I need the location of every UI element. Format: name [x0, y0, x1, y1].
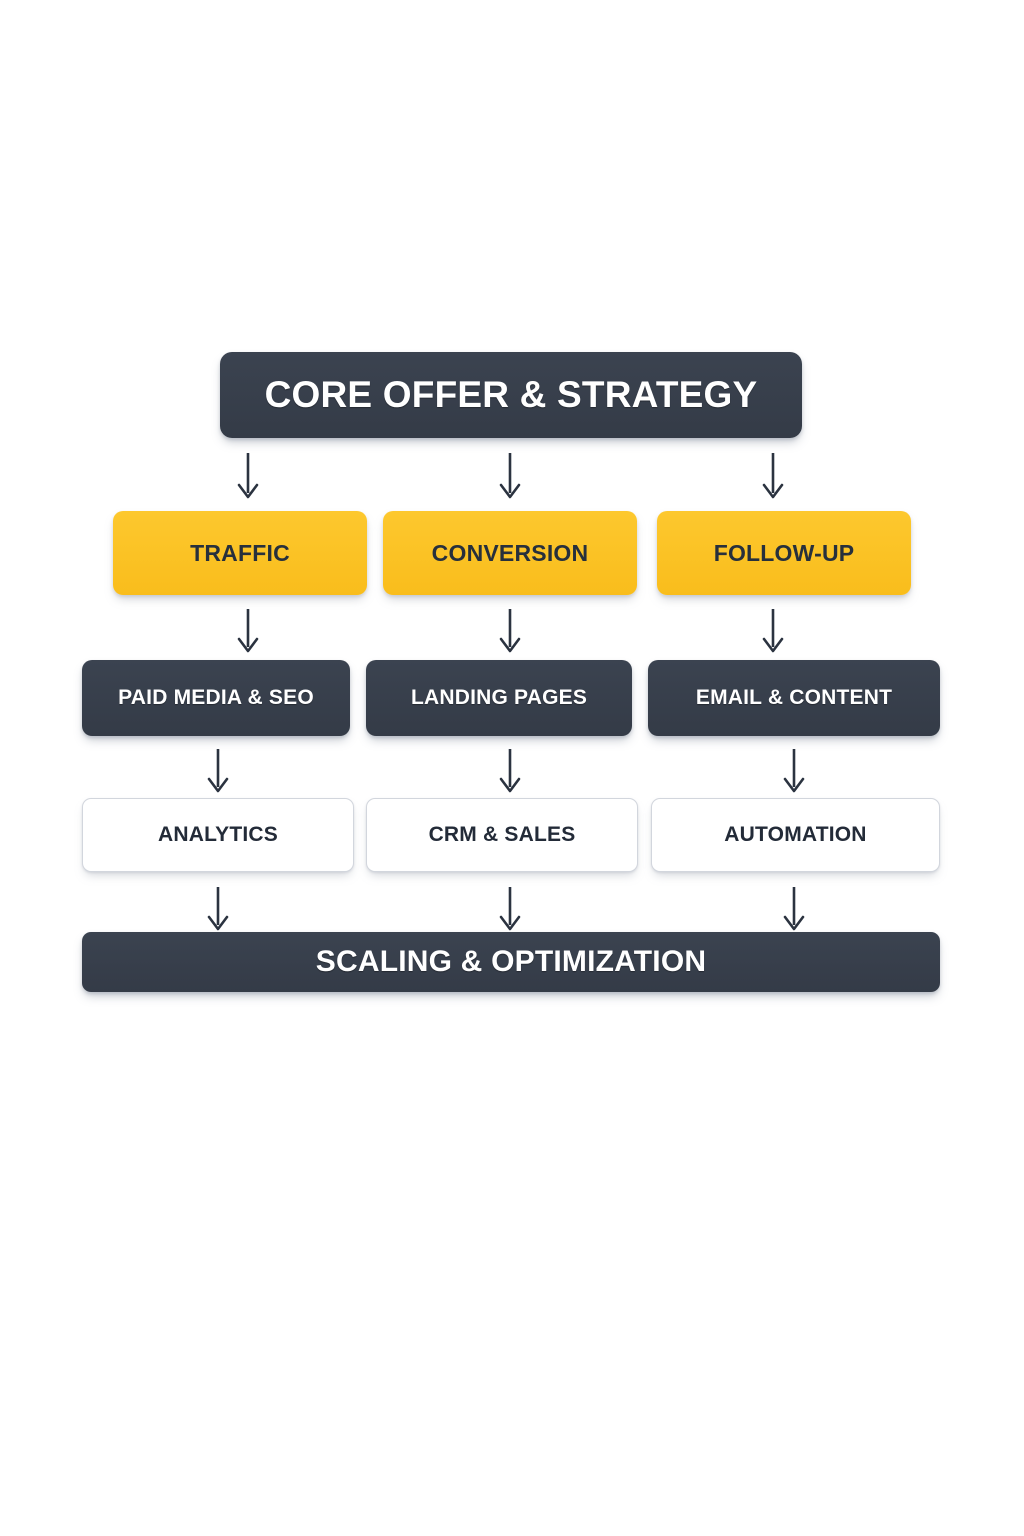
node-label: SCALING & OPTIMIZATION: [315, 945, 707, 979]
node-conversion[interactable]: CONVERSION: [383, 511, 637, 595]
node-traffic[interactable]: TRAFFIC: [113, 511, 367, 595]
node-label: CONVERSION: [431, 539, 589, 566]
arrow-paid-media-to-analytics: [205, 748, 231, 794]
node-label: TRAFFIC: [190, 539, 290, 566]
arrow-landing-pages-to-crm: [497, 748, 523, 794]
arrow-automation-to-scaling: [781, 886, 807, 932]
arrow-traffic-to-paid-media: [235, 608, 261, 654]
node-scaling-optimization[interactable]: SCALING & OPTIMIZATION: [82, 932, 940, 992]
node-label: AUTOMATION: [724, 822, 867, 846]
arrow-conversion-to-landing-pages: [497, 608, 523, 654]
node-follow-up[interactable]: FOLLOW-UP: [657, 511, 911, 595]
node-paid-media-seo[interactable]: PAID MEDIA & SEO: [82, 660, 350, 736]
arrow-title-to-traffic: [235, 452, 261, 500]
node-crm-sales[interactable]: CRM & SALES: [366, 798, 638, 872]
node-label: PAID MEDIA & SEO: [118, 685, 314, 709]
node-label: LANDING PAGES: [410, 685, 588, 709]
node-email-content[interactable]: EMAIL & CONTENT: [648, 660, 940, 736]
arrow-title-to-conversion: [497, 452, 523, 500]
arrow-followup-to-email-content: [760, 608, 786, 654]
arrow-title-to-followup: [760, 452, 786, 500]
node-label: CRM & SALES: [428, 822, 576, 846]
node-label: CORE OFFER & STRATEGY: [264, 373, 758, 415]
node-automation[interactable]: AUTOMATION: [651, 798, 940, 872]
arrow-email-content-to-automation: [781, 748, 807, 794]
node-analytics[interactable]: ANALYTICS: [82, 798, 354, 872]
node-label: EMAIL & CONTENT: [695, 685, 893, 709]
arrow-crm-to-scaling: [497, 886, 523, 932]
node-landing-pages[interactable]: LANDING PAGES: [366, 660, 632, 736]
node-label: FOLLOW-UP: [713, 539, 855, 566]
arrow-analytics-to-scaling: [205, 886, 231, 932]
node-label: ANALYTICS: [157, 822, 279, 846]
node-core-offer-strategy[interactable]: CORE OFFER & STRATEGY: [220, 352, 802, 438]
